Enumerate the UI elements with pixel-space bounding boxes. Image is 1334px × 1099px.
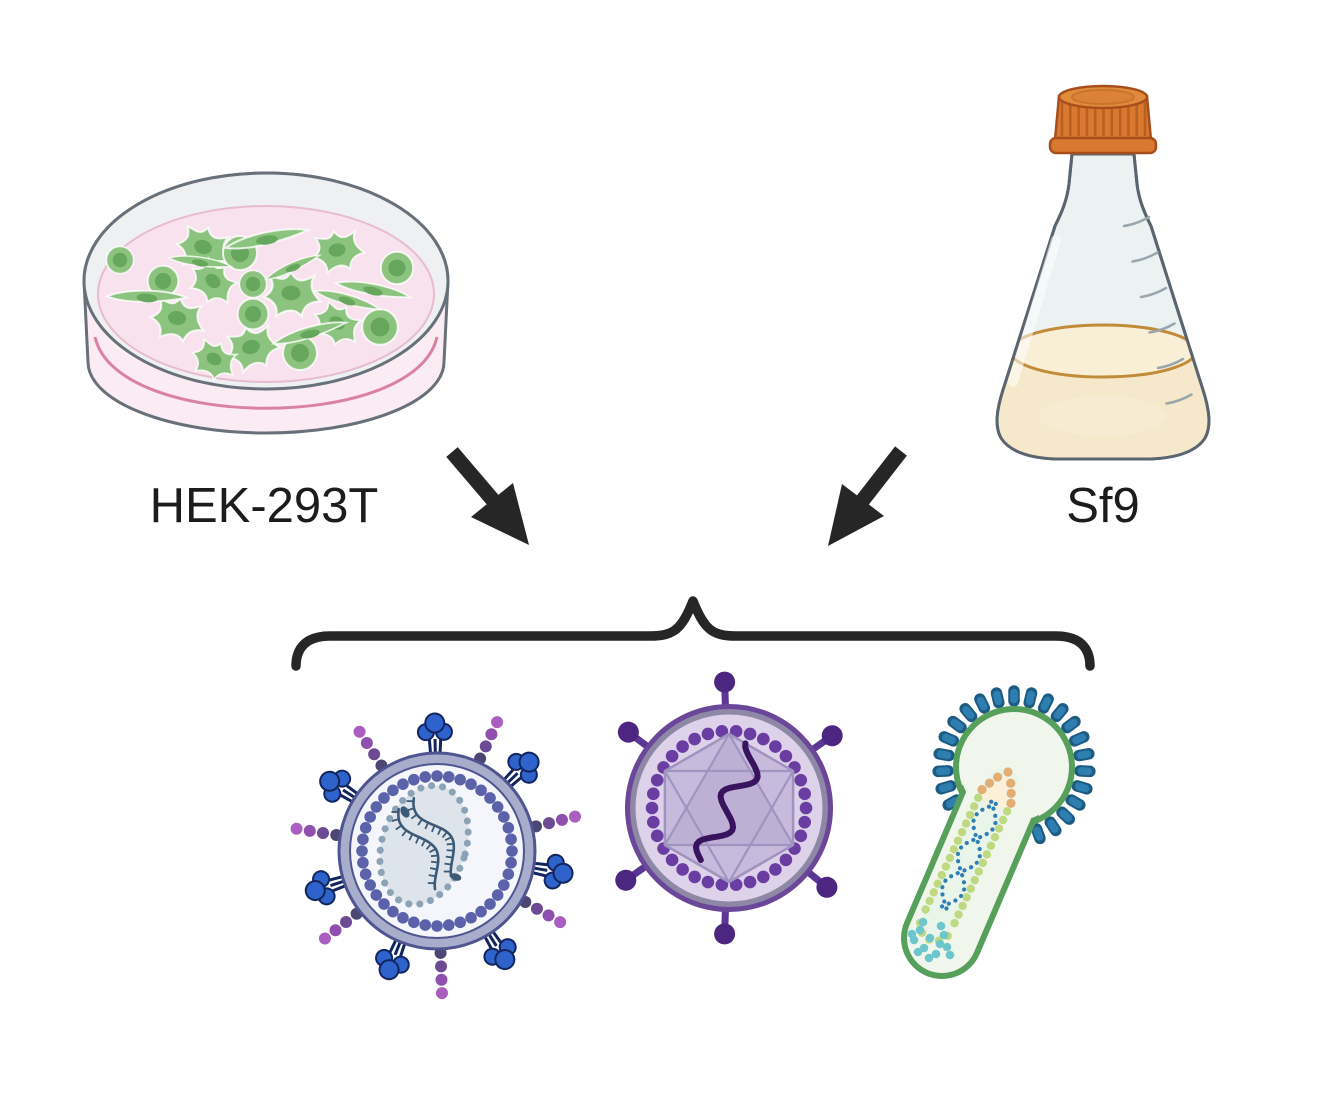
glycan-chain [434, 946, 448, 1000]
core-protein-blob [400, 806, 410, 818]
cell [333, 280, 414, 299]
liquid-surface [1008, 323, 1198, 379]
glycan-chain [519, 896, 567, 929]
rna-strand [397, 807, 440, 891]
flask-cap [1048, 84, 1158, 155]
cell [238, 269, 268, 299]
flask-glass-outline [995, 152, 1211, 461]
baculovirus-icon [901, 685, 1096, 979]
cell [312, 289, 383, 311]
arrow-down-left-icon [828, 446, 907, 546]
arrow-down-right-icon [446, 447, 529, 545]
cell [271, 321, 350, 345]
cell [188, 256, 241, 305]
icosahedral-capsid [663, 732, 795, 884]
hek293t-label: HEK-293T [150, 479, 379, 533]
glycan-chain [529, 810, 581, 833]
flask-graduations [1122, 215, 1193, 405]
cell [310, 228, 367, 276]
cell [223, 228, 312, 250]
aav-outer-ring [625, 704, 833, 912]
ssdna-genome [692, 740, 761, 863]
aav-gray-band [629, 708, 829, 908]
cell [224, 322, 283, 375]
glycan-chain [353, 725, 388, 772]
capsid-core [376, 782, 472, 908]
core-protein-blob [450, 873, 462, 881]
dna-helix-strand [934, 799, 998, 911]
glycan-chain [318, 907, 363, 945]
enveloped-virus-icon [290, 712, 581, 1000]
icosahedral-virus-icon [615, 671, 843, 945]
dish-bottom-accent-line [93, 336, 439, 410]
cell [166, 255, 235, 268]
flask-liquid [997, 323, 1209, 459]
spike-trimer [494, 751, 540, 796]
spike-trimer [375, 928, 410, 981]
cell [361, 308, 399, 346]
cap-lip [1048, 136, 1158, 155]
cell [236, 297, 270, 331]
glycan-chain [290, 822, 343, 842]
adherent-cells [104, 224, 415, 382]
cell [260, 269, 323, 319]
petri-dish-icon [82, 171, 450, 435]
protein-dot-ring [645, 725, 813, 891]
rna-strand [412, 797, 456, 878]
curly-brace-icon [291, 596, 1095, 671]
dna-helix-strand [939, 801, 998, 917]
glycan-chain [474, 716, 504, 765]
flask-shine [1008, 235, 1061, 387]
cell [379, 250, 415, 286]
cell [190, 337, 240, 382]
sf9-label: Sf9 [1066, 479, 1140, 533]
cap-top-inner [1071, 89, 1135, 105]
cell [104, 289, 191, 303]
nucleocapsid [907, 767, 1018, 963]
cell [264, 254, 323, 281]
matrix-protein-ring [356, 770, 518, 932]
erlenmeyer-flask-icon [995, 84, 1211, 461]
cell [105, 245, 135, 275]
